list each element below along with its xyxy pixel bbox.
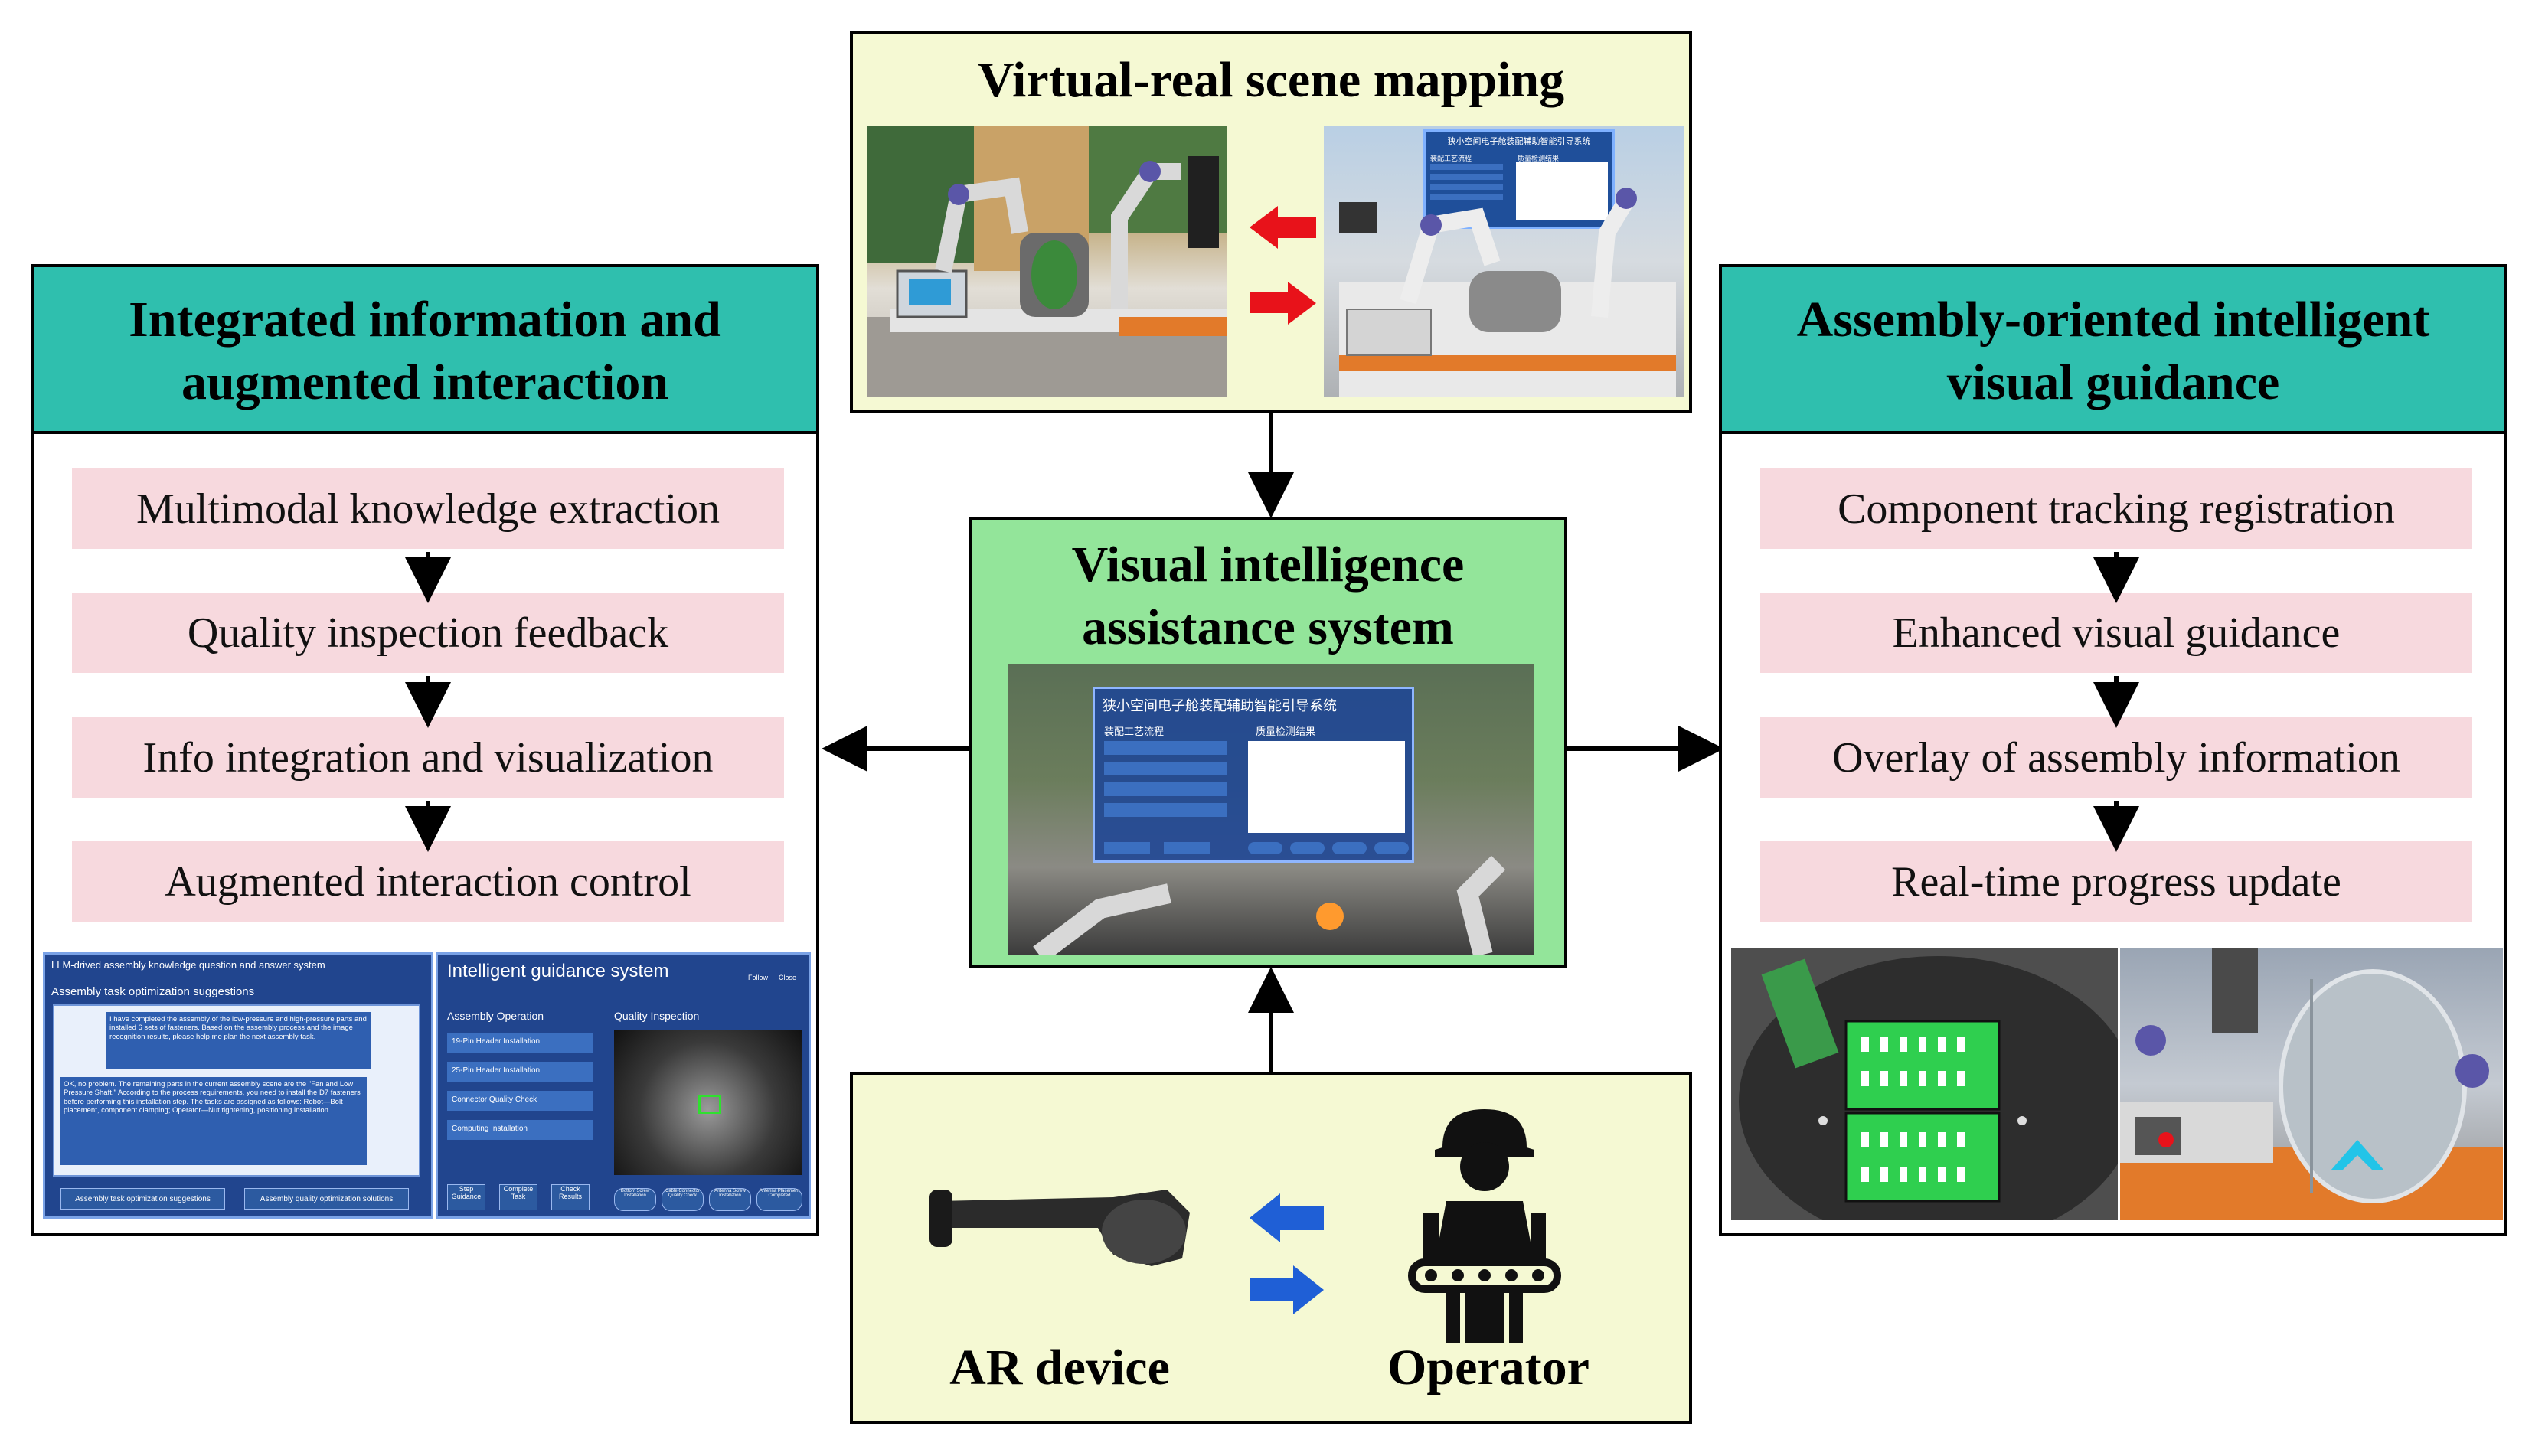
btn-antenna-placement[interactable]: Antenna Placement Completed (756, 1188, 802, 1211)
left-step-3: Info integration and visualization (72, 717, 784, 798)
qa-title: LLM-drived assembly knowledge question a… (51, 959, 325, 971)
qa-system-screenshot: LLM-drived assembly knowledge question a… (43, 952, 433, 1219)
integrated-info-header: Integrated information and augmented int… (34, 267, 816, 434)
operator-label: Operator (1387, 1340, 1589, 1396)
right-step-arrows (2093, 552, 2139, 852)
center-ui-window: 狭小空间电子舱装配辅助智能引导系统 装配工艺流程 质量检测结果 (1093, 687, 1414, 863)
bidirectional-red-arrows (1250, 206, 1316, 325)
guidance-title: Intelligent guidance system (447, 961, 669, 981)
cylinder-guidance-image (2120, 948, 2503, 1220)
visual-guidance-title-2: visual guidance (1946, 354, 2280, 410)
btn-antenna-screw[interactable]: Antenna Screw Installation (709, 1188, 751, 1211)
guidance-close[interactable]: Close (779, 974, 797, 981)
virtual-real-panel: Virtual-real scene mapping 狭小空间电子舱装配辅 (850, 31, 1692, 413)
op-item-1[interactable]: 19-Pin Header Installation (447, 1033, 593, 1053)
left-step-arrows (405, 552, 451, 852)
virtual-ui-window: 狭小空间电子舱装配辅助智能引导系统 装配工艺流程 质量检测结果 (1423, 129, 1615, 229)
btn-bottom-screw[interactable]: Bottom Screw Installation (614, 1188, 656, 1211)
operator-icon (1408, 1109, 1561, 1343)
qi-header: Quality Inspection (614, 1010, 700, 1022)
right-step-3: Overlay of assembly information (1760, 717, 2472, 798)
real-scene-photo (867, 126, 1227, 397)
guidance-system-screenshot: Intelligent guidance system Follow Close… (436, 952, 811, 1219)
visual-intelligence-panel: Visual intelligence assistance system 狭小… (969, 517, 1567, 968)
right-step-1: Component tracking registration (1760, 468, 2472, 549)
right-step-4: Real-time progress update (1760, 841, 2472, 922)
ar-headset-icon (929, 1190, 1190, 1266)
btn-check-results[interactable]: Check Results (551, 1184, 590, 1210)
component-overlay-image (1731, 948, 2118, 1220)
left-step-1: Multimodal knowledge extraction (72, 468, 784, 549)
visual-guidance-panel: Assembly-oriented intelligent visual gui… (1719, 264, 2507, 1236)
left-step-4: Augmented interaction control (72, 841, 784, 922)
inspection-image (614, 1030, 802, 1175)
right-step-2: Enhanced visual guidance (1760, 593, 2472, 673)
op-item-3[interactable]: Connector Quality Check (447, 1091, 593, 1111)
virtual-scene-render: 狭小空间电子舱装配辅助智能引导系统 装配工艺流程 质量检测结果 (1324, 126, 1684, 397)
integrated-info-panel: Integrated information and augmented int… (31, 264, 819, 1236)
integrated-info-title-1: Integrated information and (129, 292, 721, 348)
btn-cable-check[interactable]: Cable Connector Quality Check (662, 1188, 704, 1211)
qa-section: Assembly task optimization suggestions (51, 985, 255, 998)
ar-device-label: AR device (949, 1340, 1170, 1396)
integrated-info-title-2: augmented interaction (181, 354, 669, 410)
left-step-2: Quality inspection feedback (72, 593, 784, 673)
op-header: Assembly Operation (447, 1010, 544, 1022)
visual-guidance-header: Assembly-oriented intelligent visual gui… (1722, 267, 2504, 434)
visual-guidance-title-1: Assembly-oriented intelligent (1796, 292, 2430, 348)
btn-complete-task[interactable]: Complete Task (499, 1184, 537, 1210)
op-item-4[interactable]: Computing Installation (447, 1120, 593, 1140)
op-item-2[interactable]: 25-Pin Header Installation (447, 1062, 593, 1082)
center-title-1: Visual intelligence (1071, 537, 1465, 593)
guidance-follow[interactable]: Follow (748, 974, 769, 981)
center-ar-screenshot: 狭小空间电子舱装配辅助智能引导系统 装配工艺流程 质量检测结果 (1008, 664, 1534, 955)
virtual-real-title: Virtual-real scene mapping (977, 52, 1565, 108)
qa-button-task[interactable]: Assembly task optimization suggestions (60, 1188, 225, 1210)
qa-message-2: OK, no problem. The remaining parts in t… (60, 1077, 367, 1165)
center-title-2: assistance system (1082, 599, 1454, 655)
btn-step-guidance[interactable]: Step Guidance (447, 1184, 485, 1210)
bidirectional-blue-arrows (1250, 1193, 1324, 1314)
qa-message-1: I have completed the assembly of the low… (106, 1012, 371, 1069)
ar-operator-panel: AR device Operator (850, 1072, 1692, 1424)
qa-button-quality[interactable]: Assembly quality optimization solutions (244, 1188, 409, 1210)
